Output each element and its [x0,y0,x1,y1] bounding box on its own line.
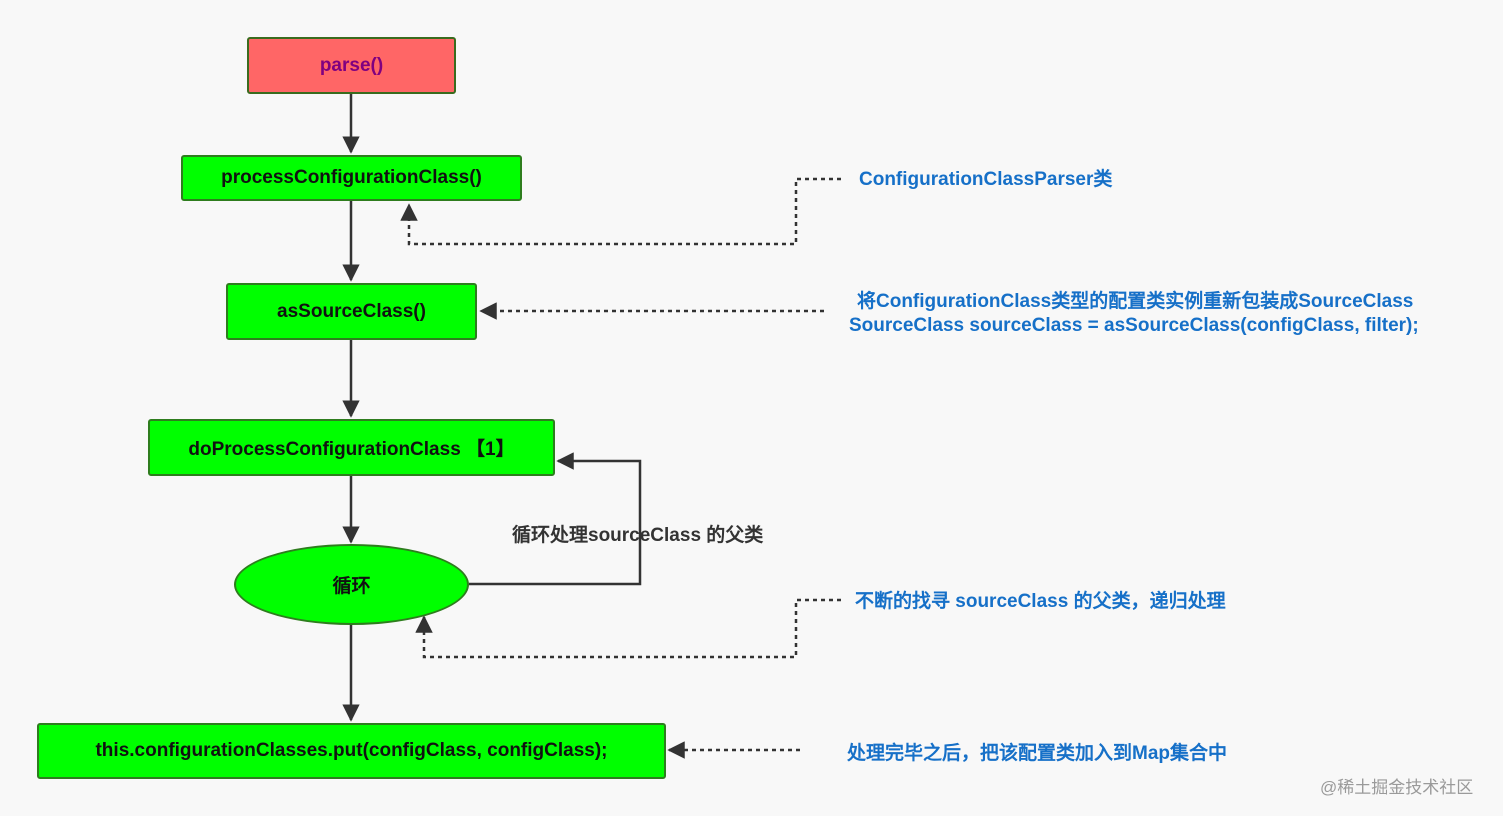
node-process-configuration-class: processConfigurationClass() [181,155,522,201]
node-as-source-class: asSourceClass() [226,283,477,340]
watermark: @稀土掘金技术社区 [1320,778,1474,797]
node-loop: 循环 [234,544,469,625]
note-parser-class: ConfigurationClassParser类 [859,169,1113,190]
node-configuration-classes-put: this.configurationClasses.put(configClas… [37,723,666,779]
node-parse: parse() [247,37,456,94]
node-do-process-configuration-class: doProcessConfigurationClass 【1】 [148,419,555,476]
note-loop-recursion: 不断的找寻 sourceClass 的父类，递归处理 [855,591,1226,612]
note-put-map: 处理完毕之后，把该配置类加入到Map集合中 [847,743,1228,764]
note-as-source-line1: 将ConfigurationClass类型的配置类实例重新包装成SourceCl… [857,291,1414,312]
arrow-loop-back [469,452,642,586]
callout-loop-connector [415,598,841,659]
loop-back-label: 循环处理sourceClass 的父类 [512,525,764,546]
note-as-source-line2: SourceClass sourceClass = asSourceClass(… [849,315,1419,336]
